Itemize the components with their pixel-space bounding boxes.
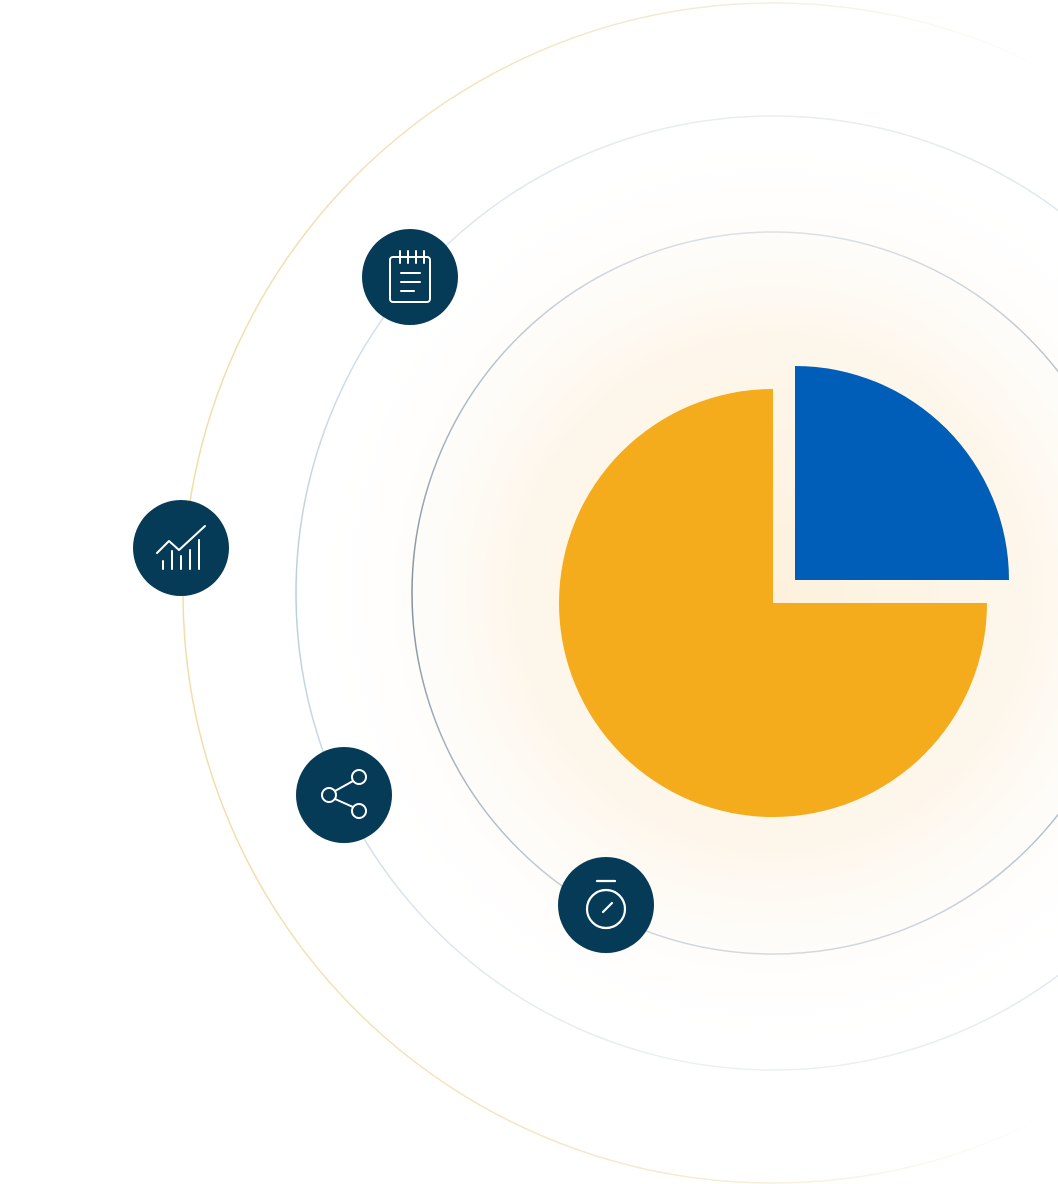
notepad-badge [362,229,458,325]
analytics-badge [133,500,229,596]
share-icon [321,769,367,819]
notepad-icon [389,250,431,303]
pie-graphic [559,366,1009,817]
orbit-ring-middle [295,115,1058,1071]
stopwatch-badge [558,857,654,953]
orbit-ring-inner [411,231,1058,955]
pie-main-slice [559,389,987,817]
pie-exploded-slice [795,366,1009,580]
share-badge [296,747,392,843]
analytics-icon [156,525,206,570]
stopwatch-icon [585,879,627,930]
